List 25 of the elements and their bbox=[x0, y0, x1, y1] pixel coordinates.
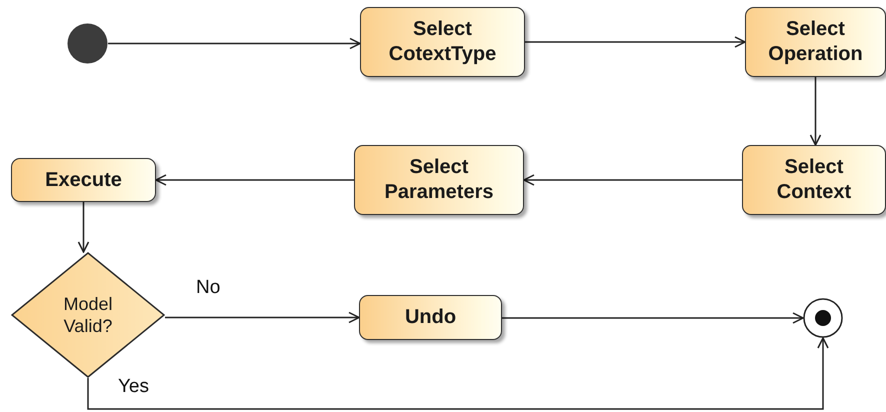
final-node bbox=[803, 298, 843, 338]
action-label: Select Context bbox=[776, 155, 852, 205]
action-box bbox=[359, 295, 502, 340]
action-box bbox=[742, 145, 886, 215]
action-box bbox=[11, 158, 156, 202]
action-box bbox=[354, 145, 524, 215]
action-label: Execute bbox=[45, 168, 122, 192]
decision-diamond bbox=[11, 252, 165, 378]
action-box bbox=[360, 7, 525, 77]
action-label: Select Parameters bbox=[384, 155, 494, 205]
decision-label: Model Valid? bbox=[62, 292, 114, 338]
arrow bbox=[810, 77, 822, 146]
arrow bbox=[78, 202, 90, 253]
arrow bbox=[155, 174, 354, 186]
arrow bbox=[87, 337, 829, 410]
action-label: Select CotextType bbox=[388, 17, 498, 67]
arrow bbox=[525, 36, 746, 48]
arrow bbox=[108, 38, 361, 50]
initial-node bbox=[67, 23, 108, 64]
arrow bbox=[502, 312, 804, 324]
action-box bbox=[745, 7, 886, 77]
action-label: Select Operation bbox=[767, 17, 864, 67]
action-label: Undo bbox=[404, 305, 456, 330]
arrow bbox=[523, 174, 742, 186]
arrow bbox=[165, 312, 360, 324]
